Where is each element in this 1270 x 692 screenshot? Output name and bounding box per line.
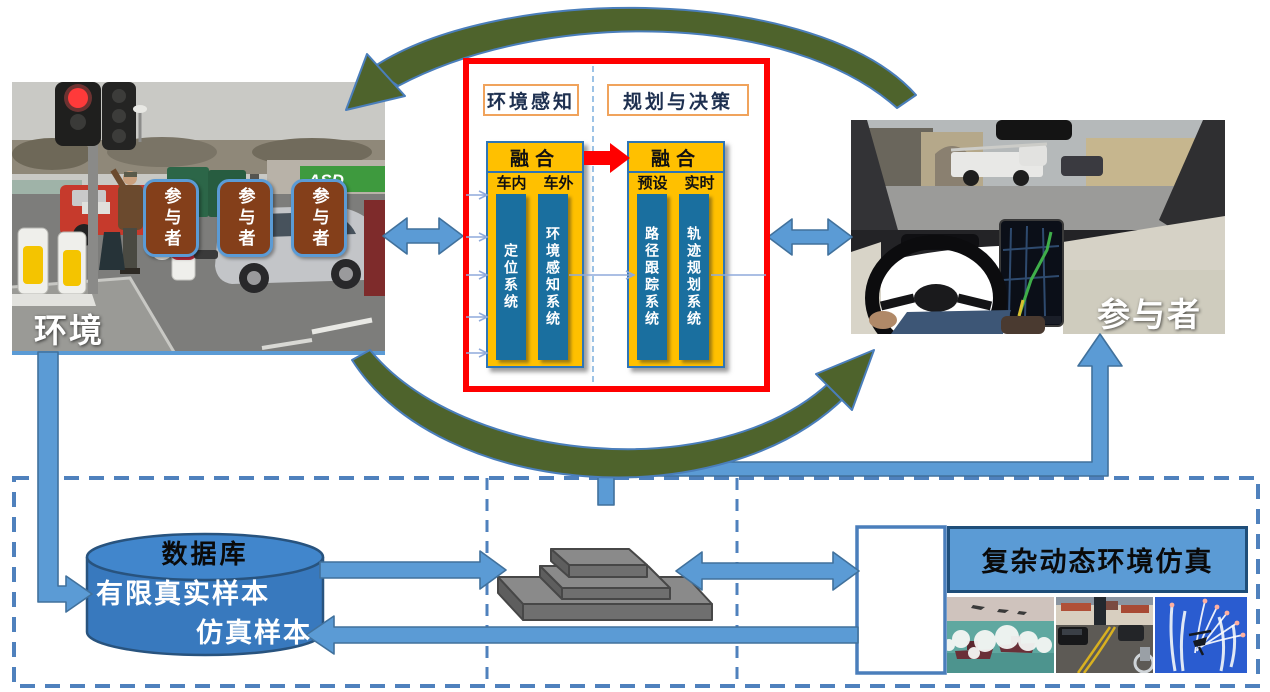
col-label-invehicle: 车内 <box>496 175 527 192</box>
database-to-platform-arrow <box>319 550 507 590</box>
autonomy-software-module: 环境感知 规划与决策 融合 车内 车外 定位系统 环境感知系统 融合 预设 实时… <box>463 58 770 392</box>
bottom-feedback-arrowhead <box>815 349 875 411</box>
col-label-preset: 预设 <box>637 175 668 192</box>
naval-simulation-image <box>947 597 1054 673</box>
simulator-box <box>855 525 947 675</box>
environment-perception-system-bar: 环境感知系统 <box>538 194 568 360</box>
car-interior-illustration <box>851 120 1225 334</box>
planning-title: 规划与决策 <box>607 84 749 116</box>
database-real-samples: 有限真实样本 <box>96 579 270 609</box>
module-divider <box>592 66 594 382</box>
environment-to-database-arrow <box>37 351 93 613</box>
planning-fusion-header: 融合 <box>629 143 723 173</box>
vehicle-interior-photo: 参与者 <box>851 120 1225 334</box>
participant-box-3: 参与者 <box>291 179 347 257</box>
trajectory-planning-system-bar: 轨迹规划系统 <box>679 194 709 360</box>
col-label-outvehicle: 车外 <box>543 175 574 192</box>
occupant-legs <box>891 310 1011 334</box>
perception-fusion-header: 融合 <box>488 143 582 173</box>
white-truck <box>950 142 1048 186</box>
simulation-platform <box>497 548 713 621</box>
bollards <box>12 227 96 306</box>
environment-module-double-arrow <box>382 217 464 255</box>
steering-wheel <box>865 235 1007 334</box>
environment-photo: ASD <box>12 82 385 352</box>
traffic-light <box>55 82 136 294</box>
participant-box-1: 参与者 <box>143 179 199 257</box>
rearview-mirror <box>996 120 1072 140</box>
sign-board <box>99 232 125 270</box>
pedestrian-standing <box>110 168 143 274</box>
participant-box-2: 参与者 <box>217 179 273 257</box>
col-label-realtime: 实时 <box>684 175 715 192</box>
perception-panel: 融合 车内 车外 定位系统 环境感知系统 <box>486 141 584 368</box>
platform-simulator-double-arrow <box>675 551 860 591</box>
aerial-simulation-image <box>1155 597 1247 673</box>
database-sim-samples: 仿真样本 <box>196 618 312 648</box>
simulation-to-database-arrow <box>305 615 859 655</box>
participant-label: 参与者 <box>1097 296 1202 333</box>
localization-system-bar: 定位系统 <box>496 194 526 360</box>
database-title: 数据库 <box>161 539 249 569</box>
photo-bottom-rule <box>12 351 385 355</box>
driving-simulation-image <box>1056 597 1153 673</box>
path-tracking-system-bar: 路径跟踪系统 <box>637 194 667 360</box>
perception-title: 环境感知 <box>483 84 579 116</box>
environment-label: 环境 <box>34 312 104 349</box>
simulation-header: 复杂动态环境仿真 <box>947 526 1248 593</box>
planning-panel: 融合 预设 实时 路径跟踪系统 轨迹规划系统 <box>627 141 725 368</box>
simulation-thumbnails <box>947 597 1249 673</box>
fusion-transfer-arrow <box>584 143 630 173</box>
module-participant-double-arrow <box>767 218 853 256</box>
